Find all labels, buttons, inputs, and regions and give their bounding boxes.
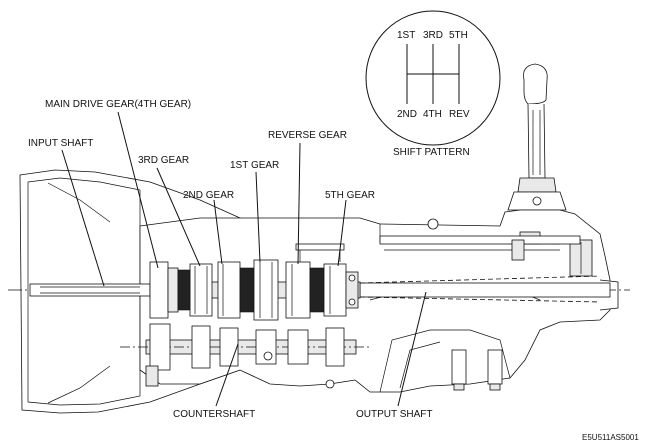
gear-train [149, 259, 359, 321]
shift-pattern-1st: 1ST [397, 30, 415, 41]
shift-gate-lines [406, 44, 460, 104]
label-3rd-gear: 3RD GEAR [138, 155, 189, 166]
shift-pattern-5th: 5TH [449, 30, 468, 41]
leader-3rd-gear [156, 167, 201, 267]
figure-code: E5U511AS5001 [582, 433, 639, 442]
leader-5th-gear [337, 199, 347, 267]
label-countershaft: COUNTERSHAFT [173, 409, 255, 420]
label-2nd-gear: 2ND GEAR [183, 190, 234, 201]
leader-countershaft [215, 343, 239, 407]
shift-rail [295, 235, 581, 262]
label-reverse-gear: REVERSE GEAR [268, 130, 347, 141]
shift-pattern-4th: 4TH [423, 109, 442, 120]
shift-pattern-title: SHIFT PATTERN [393, 147, 470, 158]
shift-pattern-inset: 1ST 3RD 5TH 2ND 4TH REV SHIFT PATTERN [365, 10, 501, 158]
leader-1st-gear [255, 171, 261, 263]
shift-pattern-3rd: 3RD [423, 30, 443, 41]
leader-reverse-gear [297, 142, 301, 265]
label-input-shaft: INPUT SHAFT [28, 138, 93, 149]
leader-main-drive-gear [117, 111, 159, 269]
leader-input-shaft [61, 149, 105, 287]
leader-2nd-gear [213, 199, 223, 265]
callout-leaders [61, 111, 427, 407]
label-output-shaft: OUTPUT SHAFT [356, 409, 432, 420]
shift-pattern-2nd: 2ND [397, 109, 417, 120]
leader-output-shaft [397, 291, 427, 407]
countershaft-assembly [120, 323, 370, 389]
label-1st-gear: 1ST GEAR [230, 160, 279, 171]
callout-labels: MAIN DRIVE GEAR(4TH GEAR) INPUT SHAFT 3R… [28, 99, 639, 442]
label-main-drive-gear: MAIN DRIVE GEAR(4TH GEAR) [45, 99, 191, 110]
gear-shift-lever [507, 63, 567, 233]
shift-pattern-rev: REV [449, 109, 470, 120]
label-5th-gear: 5TH GEAR [325, 190, 375, 201]
